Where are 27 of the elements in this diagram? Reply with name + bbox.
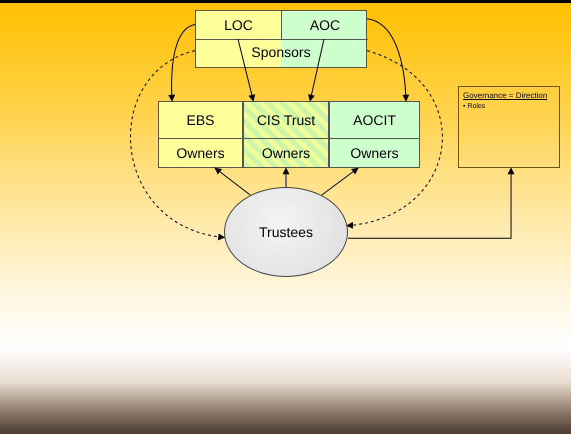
- entity-label: CIS Trust: [256, 112, 316, 128]
- arrow: [168, 24, 196, 102]
- arrow: [308, 38, 324, 102]
- node-label: LOC: [224, 17, 253, 33]
- arrow: [238, 38, 256, 102]
- arrow: [348, 167, 515, 239]
- arrow: [282, 167, 290, 188]
- owner-box: [158, 101, 243, 168]
- sponsor-cell: [196, 11, 282, 40]
- node-label: Trustees: [259, 224, 313, 240]
- entity-label: AOCIT: [353, 112, 396, 128]
- entity-label: EBS: [186, 112, 214, 128]
- role-label: Owners: [350, 145, 399, 162]
- arrow: [321, 168, 359, 196]
- role-label: Owners: [262, 145, 310, 162]
- arrow: [214, 168, 251, 196]
- dashed-arrow: [346, 50, 442, 228]
- role-label: Owners: [176, 145, 225, 162]
- dashed-arrow: [130, 50, 226, 240]
- node-label: AOC: [310, 17, 340, 33]
- group-label: Sponsors: [251, 43, 311, 62]
- sponsor-panel: [195, 10, 367, 68]
- arrow: [366, 18, 410, 102]
- owner-box: [243, 101, 329, 168]
- note-box: [458, 86, 560, 168]
- note-title: Governance = Direction: [463, 91, 548, 100]
- owner-box: [329, 101, 420, 168]
